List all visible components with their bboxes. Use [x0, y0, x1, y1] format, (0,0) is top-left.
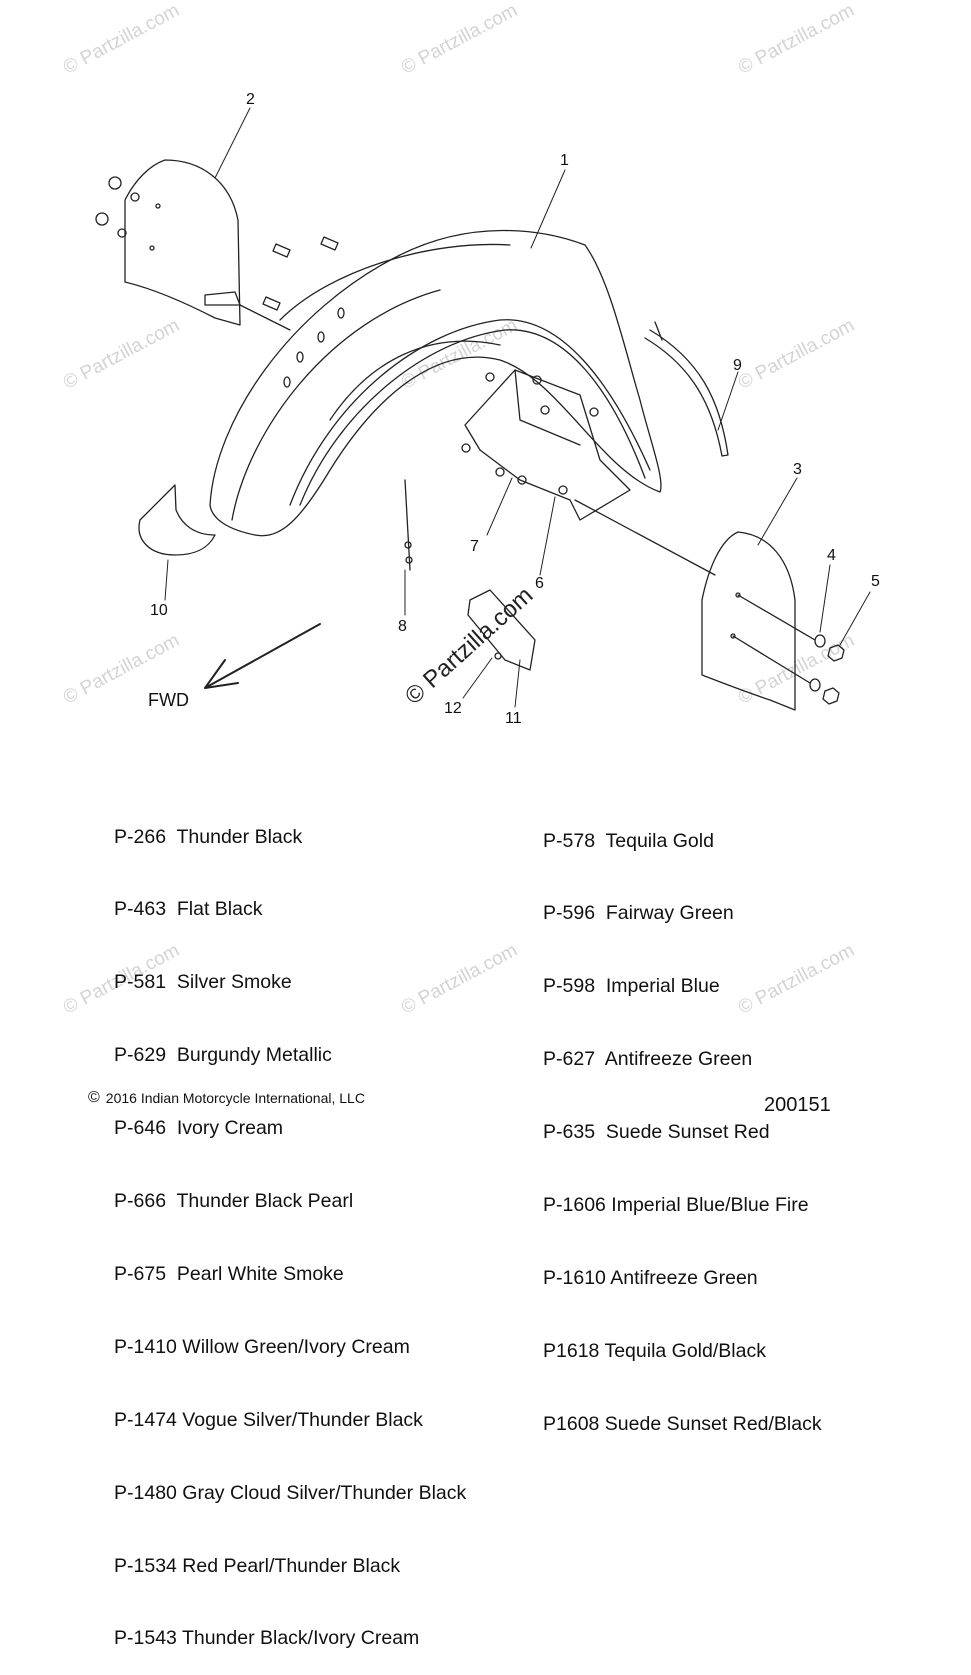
- color-code-item: P1618 Tequila Gold/Black: [543, 1339, 766, 1362]
- copyright: © 2016 Indian Motorcycle International, …: [88, 1089, 365, 1107]
- callout-10[interactable]: 10: [150, 602, 168, 619]
- trim-strip: [644, 329, 729, 457]
- callout-3[interactable]: 3: [793, 461, 802, 478]
- fwd-label: FWD: [148, 690, 189, 710]
- color-code-item: P-1543 Thunder Black/Ivory Cream: [114, 1627, 420, 1650]
- color-code-item: P-596 Fairway Green: [543, 902, 734, 925]
- color-code-item: P-463 Flat Black: [114, 898, 263, 921]
- side-cover-left: [124, 159, 291, 331]
- diagram-code: 200151: [764, 1094, 831, 1116]
- color-code-item: P-1534 Red Pearl/Thunder Black: [114, 1554, 401, 1577]
- color-codes-left: P-266 Thunder Black P-463 Flat Black P-5…: [114, 776, 466, 1675]
- color-code-item: P-629 Burgundy Metallic: [114, 1044, 332, 1067]
- callout-4[interactable]: 4: [827, 547, 836, 564]
- bracket: [467, 589, 536, 671]
- color-code-item: P-1410 Willow Green/Ivory Cream: [114, 1335, 410, 1358]
- color-code-item: P-578 Tequila Gold: [543, 829, 714, 852]
- color-code-item: P-635 Suede Sunset Red: [543, 1121, 770, 1144]
- color-code-item: P-1610 Antifreeze Green: [543, 1266, 758, 1289]
- wire-clip: [404, 479, 413, 571]
- fender-bracket: [464, 369, 631, 521]
- color-code-item: P-266 Thunder Black: [114, 825, 303, 848]
- color-codes-right: P-578 Tequila Gold P-596 Fairway Green P…: [543, 780, 822, 1460]
- color-code-item: P1608 Suede Sunset Red/Black: [543, 1412, 822, 1435]
- fender-parts-diagram: [95, 107, 871, 711]
- color-code-item: P-675 Pearl White Smoke: [114, 1262, 344, 1285]
- callout-2[interactable]: 2: [246, 91, 255, 108]
- callout-1[interactable]: 1: [560, 152, 569, 169]
- fender-tip: [138, 484, 216, 556]
- color-code-item: P-581 Silver Smoke: [114, 971, 292, 994]
- color-code-item: P-1606 Imperial Blue/Blue Fire: [543, 1194, 809, 1217]
- callout-6[interactable]: 6: [535, 575, 544, 592]
- hardware-left: [95, 176, 339, 311]
- copyright-icon: ©: [88, 1089, 100, 1106]
- hardware-right: [809, 634, 845, 705]
- callout-12[interactable]: 12: [444, 700, 462, 717]
- color-code-item: P-598 Imperial Blue: [543, 975, 720, 998]
- color-code-item: P-627 Antifreeze Green: [543, 1048, 753, 1071]
- color-code-item: P-666 Thunder Black Pearl: [114, 1190, 354, 1213]
- color-code-item: P-1480 Gray Cloud Silver/Thunder Black: [114, 1481, 467, 1504]
- callout-9[interactable]: 9: [733, 357, 742, 374]
- callout-8[interactable]: 8: [398, 618, 407, 635]
- callout-11[interactable]: 11: [505, 710, 522, 727]
- fwd-arrow: [204, 623, 321, 689]
- color-code-item: P-646 Ivory Cream: [114, 1117, 284, 1140]
- callout-5[interactable]: 5: [871, 573, 880, 590]
- side-cover-right: [574, 499, 816, 711]
- front-fender: [209, 229, 662, 537]
- callout-7[interactable]: 7: [470, 538, 479, 555]
- color-code-item: P-1474 Vogue Silver/Thunder Black: [114, 1408, 423, 1431]
- copyright-text: 2016 Indian Motorcycle International, LL…: [105, 1090, 365, 1106]
